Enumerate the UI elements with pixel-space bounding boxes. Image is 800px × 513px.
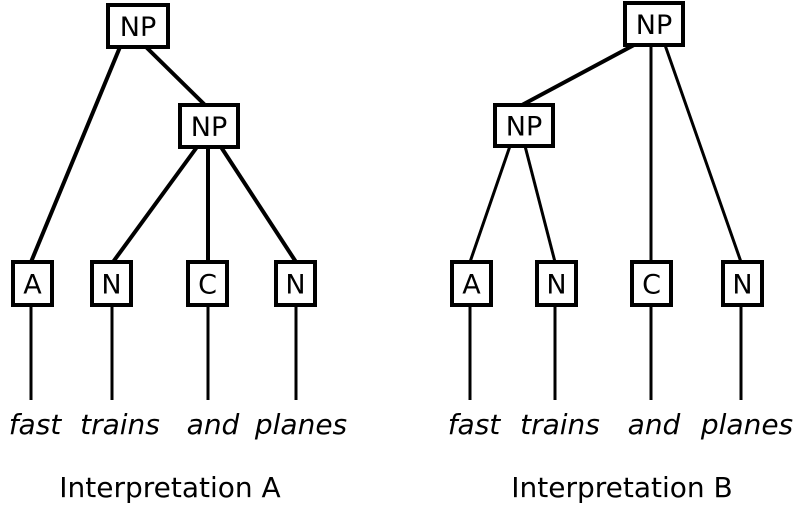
node-np-sub[interactable]: NP	[493, 103, 555, 148]
branch-np-to-n1	[523, 145, 557, 263]
word-and: and	[187, 408, 240, 441]
node-a[interactable]: A	[11, 260, 54, 307]
node-label: NP	[191, 112, 227, 143]
caption-interpretation-a: Interpretation A	[59, 471, 280, 504]
branch-np-to-a	[468, 145, 512, 263]
node-box	[630, 260, 673, 307]
node-box	[186, 260, 229, 307]
node-a[interactable]: A	[450, 260, 493, 307]
node-label: A	[462, 270, 481, 301]
branch-np-to-n2	[219, 145, 298, 264]
node-label: N	[101, 270, 121, 301]
node-label: A	[23, 270, 42, 301]
node-box	[90, 260, 133, 307]
word-trains: trains	[520, 408, 600, 441]
node-box	[274, 260, 317, 307]
word-planes: planes	[700, 408, 793, 441]
node-group-b: NP NP A N C	[450, 1, 764, 307]
word-trains: trains	[80, 408, 160, 441]
branch-root-to-np	[144, 45, 207, 107]
node-box	[493, 103, 555, 148]
word-and: and	[628, 408, 681, 441]
node-c-and[interactable]: C	[186, 260, 229, 307]
node-label: N	[285, 270, 305, 301]
branch-group-b	[468, 43, 743, 263]
branch-np-to-n1	[111, 145, 199, 264]
node-box	[11, 260, 54, 307]
node-np-root[interactable]: NP	[623, 1, 685, 47]
tree-interpretation-b: NP NP A N C	[448, 1, 793, 504]
node-label: N	[546, 270, 566, 301]
word-fast: fast	[9, 408, 63, 441]
word-fast: fast	[448, 408, 502, 441]
node-label: C	[642, 270, 661, 301]
node-np-sub[interactable]: NP	[178, 103, 240, 149]
word-group-b: fast trains and planes	[448, 408, 793, 441]
node-label: NP	[120, 12, 156, 43]
node-c-and[interactable]: C	[630, 260, 673, 307]
node-box	[178, 103, 240, 149]
node-label: NP	[506, 112, 542, 143]
branch-root-to-np	[521, 43, 635, 107]
branch-root-to-a	[29, 46, 122, 263]
node-group-a: NP NP A N C	[11, 3, 317, 307]
branch-root-to-n2	[663, 44, 743, 263]
node-n-planes[interactable]: N	[274, 260, 317, 307]
tree-interpretation-a: NP NP A N C	[9, 3, 347, 504]
node-n-planes[interactable]: N	[721, 260, 764, 307]
node-n-trains[interactable]: N	[90, 260, 133, 307]
word-planes: planes	[254, 408, 347, 441]
node-box	[450, 260, 493, 307]
branch-group-a	[29, 45, 298, 264]
node-box	[106, 3, 170, 49]
stem-group-a	[29, 305, 298, 400]
node-label: N	[732, 270, 752, 301]
node-box	[535, 260, 578, 307]
node-label: NP	[636, 10, 672, 41]
node-box	[721, 260, 764, 307]
caption-interpretation-b: Interpretation B	[511, 471, 733, 504]
node-box	[623, 1, 685, 47]
word-group-a: fast trains and planes	[9, 408, 347, 441]
stem-group-b	[468, 305, 743, 400]
node-n-trains[interactable]: N	[535, 260, 578, 307]
node-label: C	[198, 270, 217, 301]
node-np-root[interactable]: NP	[106, 3, 170, 49]
